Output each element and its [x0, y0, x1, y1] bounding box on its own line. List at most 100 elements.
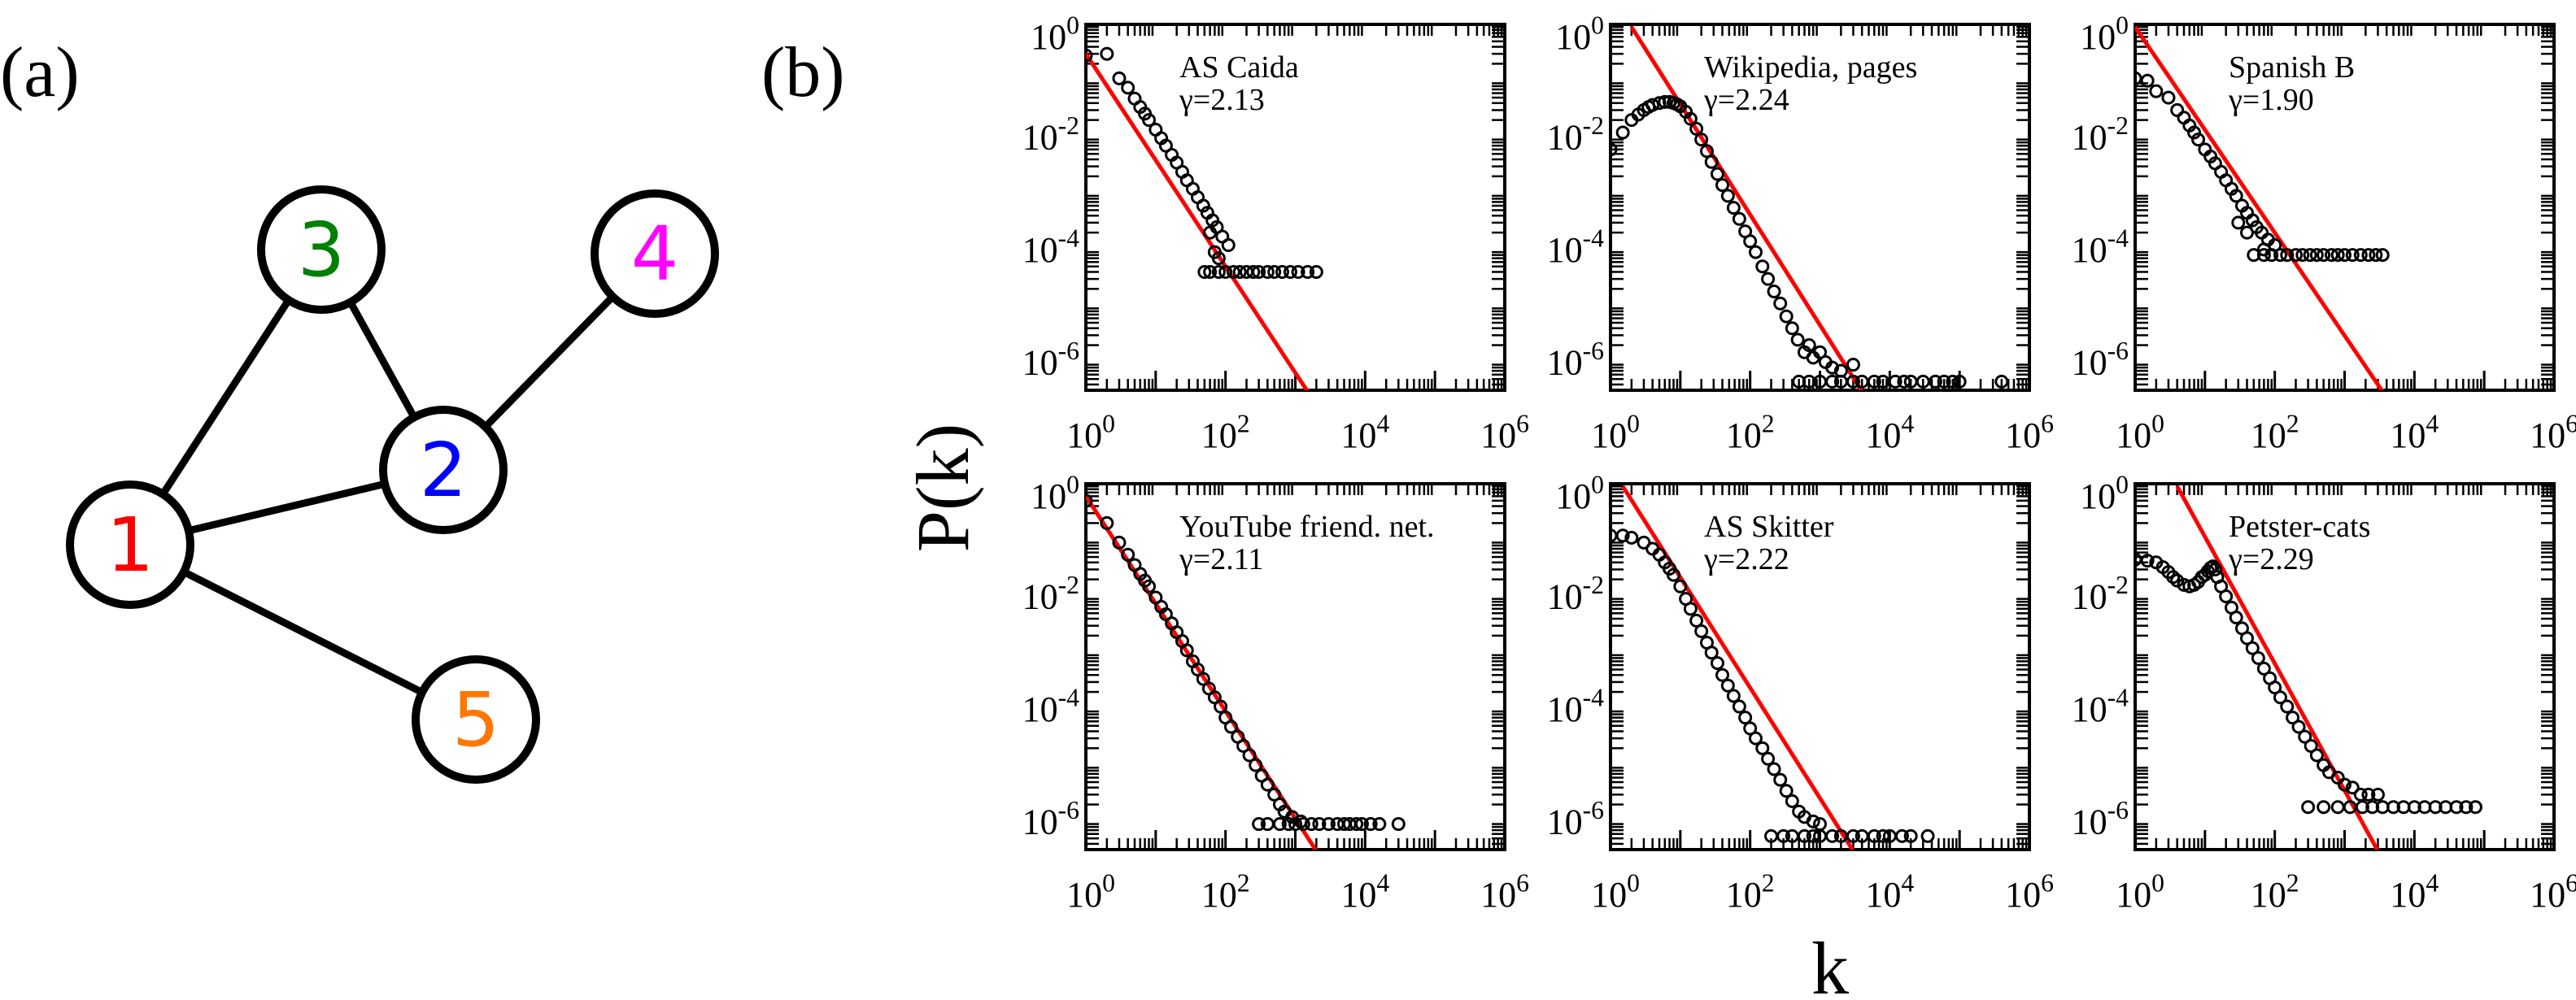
y-tick-label: 100 [2080, 471, 2129, 516]
data-point [2245, 213, 2260, 228]
x-tick-label: 106 [2530, 410, 2576, 455]
data-point [1790, 333, 1805, 347]
data-point [1710, 656, 1724, 671]
data-point [1363, 817, 1378, 832]
data-point [2161, 90, 2176, 105]
fit-line [1629, 25, 1864, 390]
data-point [1894, 828, 1909, 843]
data-point [1867, 374, 1881, 389]
data-point [2309, 748, 2324, 763]
y-tick-label: 10-4 [1022, 683, 1080, 728]
data-point [1645, 98, 1660, 112]
data-point [2208, 562, 2222, 576]
data-point [1748, 245, 1763, 259]
data-point [1196, 672, 1210, 686]
y-tick-label: 10-4 [1022, 224, 1080, 269]
data-point [1611, 142, 1618, 157]
node-circle [412, 655, 540, 784]
data-point [2459, 800, 2474, 815]
data-point [1309, 264, 1323, 279]
data-point [1321, 817, 1336, 832]
series-name: Spanish B [2229, 50, 2355, 85]
data-point [1738, 711, 1753, 725]
node-3: 3 [257, 185, 386, 314]
x-tick-label: 106 [1480, 410, 1529, 455]
y-tick-label: 100 [1555, 11, 1604, 57]
data-point [1785, 793, 1799, 808]
data-point [1710, 167, 1724, 181]
x-tick-label: 104 [2390, 410, 2439, 455]
x-tick-label: 100 [1066, 410, 1115, 455]
data-point [1704, 646, 1719, 660]
data-point [1221, 237, 1236, 252]
node-label: 2 [420, 427, 468, 514]
data-point [2256, 661, 2271, 676]
data-point [1252, 817, 1266, 832]
data-point [1615, 528, 1630, 543]
data-point [1825, 360, 1840, 375]
data-point [1732, 699, 1746, 714]
data-point [2468, 800, 2482, 815]
data-point [1249, 758, 1263, 772]
y-tick-label: 10-4 [1547, 683, 1605, 728]
data-point [1867, 828, 1881, 843]
data-point [2229, 611, 2243, 625]
data-point [2273, 248, 2287, 263]
x-tick-label: 104 [1340, 869, 1389, 915]
data-point [1197, 264, 1212, 279]
y-tick-label: 10-2 [1022, 571, 1079, 616]
data-point [1720, 678, 1735, 693]
data-point [1846, 828, 1860, 843]
data-point [2273, 690, 2287, 705]
data-point [2135, 71, 2142, 85]
data-point [1214, 699, 1228, 714]
data-point [1232, 264, 1247, 279]
data-point [2449, 800, 2464, 815]
data-point [1246, 264, 1261, 279]
x-tick-label: 104 [2390, 869, 2439, 915]
x-tick-label: 100 [2116, 410, 2164, 455]
data-point [2369, 248, 2383, 263]
data-point [1211, 264, 1226, 279]
y-tick-label: 10-6 [1022, 337, 1079, 382]
node-circle [257, 185, 386, 314]
gamma-label: γ=2.29 [2228, 542, 2314, 576]
data-point [1720, 189, 1735, 203]
data-point [1743, 721, 1758, 736]
data-point [1715, 667, 1730, 682]
data-point [2295, 248, 2310, 263]
data-point [2353, 787, 2368, 802]
series-name: YouTube friend. net. [1179, 510, 1435, 544]
data-point [2298, 729, 2312, 744]
y-tick-label: 10-4 [1547, 224, 1605, 269]
data-point [1086, 48, 1093, 63]
node-label: 3 [298, 207, 346, 293]
series-name: Petster-cats [2229, 510, 2370, 544]
data-point [1748, 731, 1763, 746]
x-tick-label: 102 [1726, 869, 1775, 915]
node-label: 4 [631, 211, 679, 298]
x-tick-label: 104 [1865, 410, 1914, 455]
x-tick-label: 102 [2251, 410, 2299, 455]
data-point [1196, 198, 1210, 213]
data-point [1211, 251, 1226, 266]
data-point [1236, 738, 1251, 753]
x-tick-label: 100 [1591, 410, 1640, 455]
data-point [2303, 248, 2317, 263]
data-point [1761, 272, 1776, 286]
data-point [1218, 264, 1233, 279]
data-point [1683, 602, 1698, 616]
data-point [1773, 296, 1788, 311]
node-5: 5 [412, 655, 540, 784]
data-point [2286, 711, 2300, 725]
data-point [1226, 264, 1240, 279]
y-tick-label: 100 [1555, 471, 1604, 516]
x-tick-label: 102 [2251, 869, 2299, 915]
data-point [1825, 828, 1840, 843]
panel-label-a: (a) [0, 33, 80, 112]
data-point [2140, 554, 2155, 568]
